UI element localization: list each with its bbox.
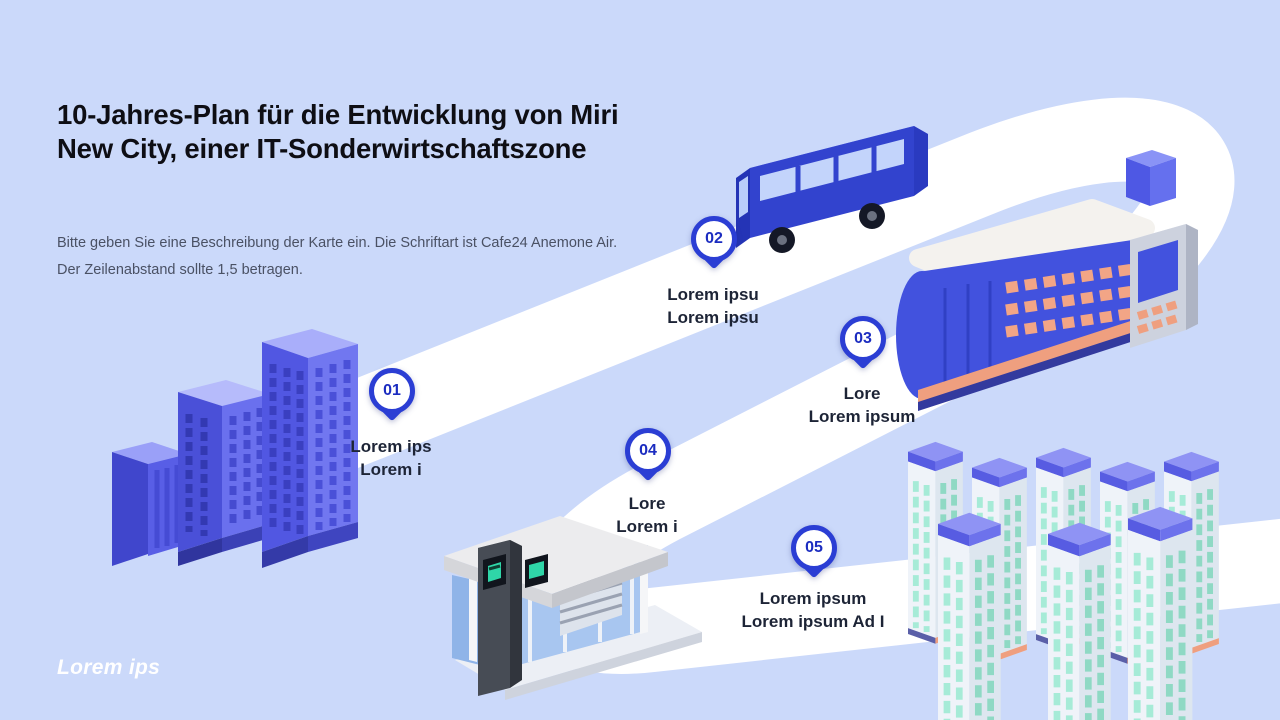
pin-label-01: Lorem ips Lorem i — [350, 435, 431, 481]
bus-illustration — [736, 126, 928, 253]
pin-label-line: Lorem ipsum Ad I — [741, 612, 885, 631]
map-pin-02[interactable]: 02 — [691, 216, 737, 278]
pin-label-line: Lorem ipsu — [667, 285, 759, 304]
pin-number: 03 — [840, 316, 886, 362]
bus-station-illustration — [444, 516, 702, 700]
map-pin-05[interactable]: 05 — [791, 525, 837, 587]
description-line1: Bitte geben Sie eine Beschreibung der Ka… — [57, 235, 618, 251]
pin-label-04: Lore Lorem i — [616, 492, 677, 538]
pin-label-03: Lore Lorem ipsum — [809, 382, 916, 428]
pin-number: 02 — [691, 216, 737, 262]
pin-number: 05 — [791, 525, 837, 571]
pin-label-line: Lorem i — [360, 460, 422, 479]
description-line2: Der Zeilenabstand sollte 1,5 betragen. — [57, 262, 303, 278]
pin-number: 04 — [625, 428, 671, 474]
pin-label-line: Lore — [843, 384, 881, 403]
pin-label-line: Lore — [628, 494, 666, 513]
map-pin-03[interactable]: 03 — [840, 316, 886, 378]
pin-label-line: Lorem i — [616, 517, 678, 536]
pin-label-05: Lorem ipsum Lorem ipsum Ad I — [742, 587, 885, 633]
pin-label-line: Lorem ipsu — [667, 308, 759, 327]
page-title-line1: 10-Jahres-Plan für die Entwicklung von M… — [57, 99, 619, 130]
pin-number: 01 — [369, 368, 415, 414]
watermark-text: Lorem ips — [57, 656, 161, 679]
page-title-line2: New City, einer IT-Sonderwirtschaftszone — [57, 133, 587, 164]
apartment-towers-illustration — [908, 442, 1219, 720]
pin-label-02: Lorem ipsu Lorem ipsu — [667, 283, 759, 329]
city-buildings-illustration — [112, 329, 358, 568]
pin-label-line: Lorem ipsum — [808, 407, 916, 426]
it-building-illustration — [896, 150, 1198, 411]
description-text: Bitte geben Sie eine Beschreibung der Ka… — [57, 230, 617, 284]
page-title: 10-Jahres-Plan für die Entwicklung von M… — [57, 98, 619, 166]
pin-label-line: Lorem ipsum — [759, 589, 867, 608]
pin-label-line: Lorem ips — [350, 437, 432, 456]
map-pin-01[interactable]: 01 — [369, 368, 415, 430]
map-pin-04[interactable]: 04 — [625, 428, 671, 490]
